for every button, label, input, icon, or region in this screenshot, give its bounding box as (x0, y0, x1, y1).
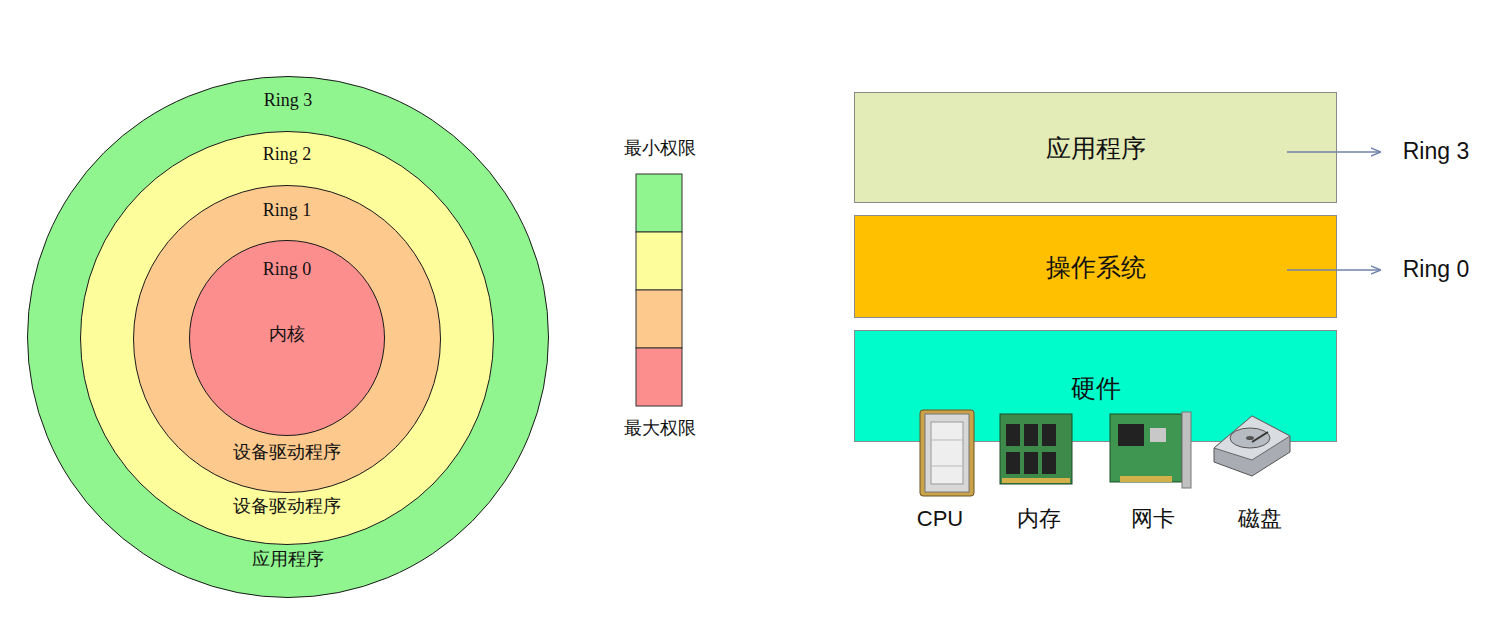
ring-circle: Ring 2 设备驱动程序 Ring 1 设备驱动程序 Ring 0 内核 (80, 131, 494, 545)
disk-icon (1214, 416, 1290, 476)
node-title: Ring 2 (80, 144, 494, 166)
layer-box: 应用程序 (854, 92, 1337, 203)
box-fill (855, 216, 1337, 318)
pointer-arrow (1287, 151, 1380, 152)
layer-box: 操作系统 (854, 215, 1337, 318)
node-title: 操作系统 (854, 252, 1337, 282)
node-title: Ring 1 (133, 200, 441, 222)
ring-fill (81, 132, 494, 545)
network-card-icon (1110, 412, 1191, 488)
hardware-label: 磁盘 (1238, 506, 1282, 532)
scale-segment (636, 290, 682, 348)
ring-label: Ring 3 (1403, 138, 1469, 166)
node-text: 内核 (189, 324, 385, 346)
cpu-icon (920, 410, 974, 496)
scale-segment (636, 232, 682, 290)
node-title: Ring 0 (189, 259, 385, 281)
scale-segment (636, 174, 682, 232)
memory-icon (1000, 414, 1072, 484)
ring-fill (134, 186, 441, 493)
scale-label: 最小权限 (624, 138, 696, 160)
node-title: Ring 3 (27, 90, 549, 112)
hardware-label: CPU (917, 506, 963, 532)
ring-label: Ring 0 (1403, 256, 1469, 284)
ring-fill (190, 241, 385, 436)
box-fill (855, 93, 1337, 203)
hardware-label: 内存 (1017, 506, 1061, 532)
hardware-label: 网卡 (1131, 506, 1175, 532)
pointer-arrow (1287, 269, 1380, 270)
node-title: 应用程序 (854, 133, 1337, 163)
node-text: 设备驱动程序 (133, 442, 441, 464)
node-title: 硬件 (854, 373, 1337, 403)
node-text: 设备驱动程序 (80, 496, 494, 518)
kernel-circle: Ring 0 内核 (189, 240, 385, 436)
ring-circle: Ring 1 设备驱动程序 Ring 0 内核 (133, 185, 441, 493)
scale-segment (636, 348, 682, 406)
node-text: 应用程序 (27, 549, 549, 571)
scale-label: 最大权限 (624, 418, 696, 440)
ring-fill (28, 77, 549, 598)
ring-circle: Ring 3 应用程序 Ring 2 设备驱动程序 Ring 1 设备驱动程序 Ring 0… (27, 76, 549, 598)
